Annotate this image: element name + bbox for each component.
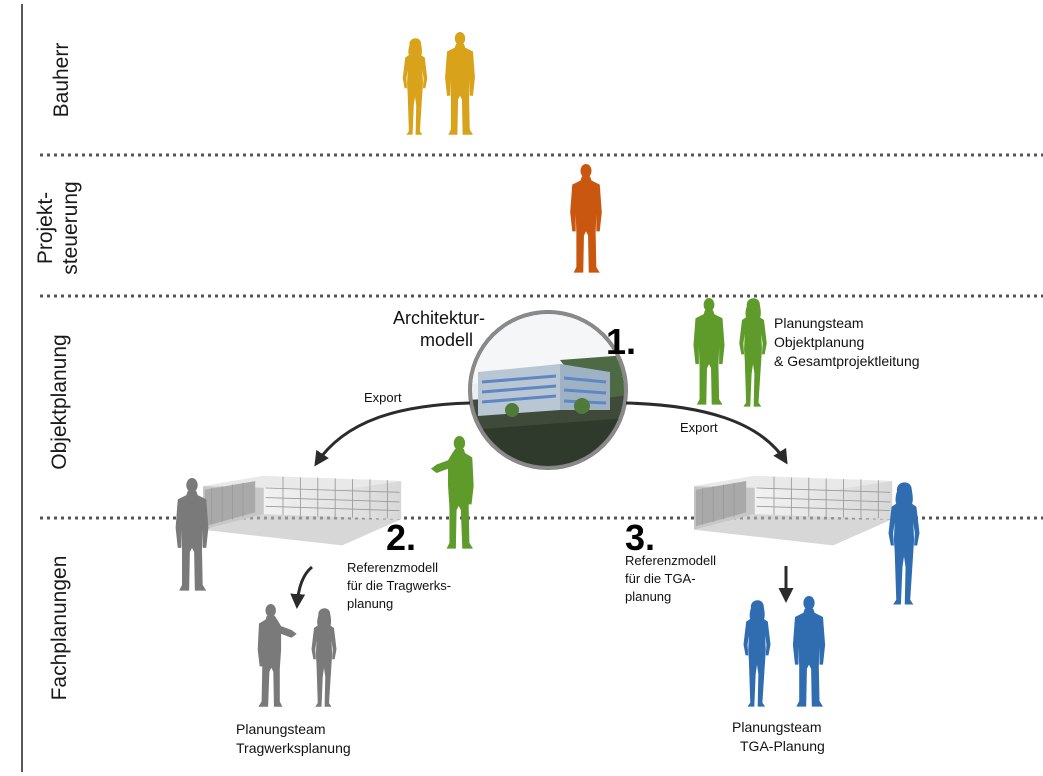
ref-tragwerk-line1: Referenzmodell xyxy=(347,560,438,575)
team-tga-line2: TGA-Planung xyxy=(740,738,825,754)
objektplanung-woman-figure xyxy=(739,298,767,407)
tragwerk-man-figure xyxy=(257,604,297,707)
export-arrow-left xyxy=(314,401,471,467)
lane-label-bauherr: Bauherr xyxy=(50,43,73,118)
team-objekt-line3: & Gesamtprojektleitung xyxy=(774,353,920,369)
objektplanung-gesturing-figure xyxy=(430,436,474,549)
down-arrow-tragwerk xyxy=(290,565,314,609)
ref-tragwerk-line2: für die Tragwerks- xyxy=(347,578,451,593)
step-number-1: 1. xyxy=(606,321,636,362)
architekturmodell-circle xyxy=(468,310,628,470)
architekturmodell-label-2: modell xyxy=(420,330,473,350)
reference-building-tragwerk xyxy=(202,475,402,546)
lane-label-fachplanungen: Fachplanungen xyxy=(48,556,71,701)
tga-team xyxy=(743,596,826,707)
tragwerk-team xyxy=(257,604,337,707)
export-label-left: Export xyxy=(364,390,402,405)
ref-tga-line2: für die TGA- xyxy=(625,571,696,586)
team-tragwerk-line2: Tragwerksplanung xyxy=(236,740,351,756)
export-label-right: Export xyxy=(680,420,718,435)
team-tragwerk-line1: Planungsteam xyxy=(236,721,326,737)
tga-lead-figure xyxy=(888,482,920,605)
tga-man-figure xyxy=(792,596,826,707)
objektplanung-man-figure xyxy=(693,298,725,405)
team-objekt-line2: Objektplanung xyxy=(774,334,864,350)
lane-label-objektplanung: Objektplanung xyxy=(48,334,71,469)
ref-tga-line1: Referenzmodell xyxy=(625,553,716,568)
step-number-3: 3. xyxy=(625,517,655,558)
objektplanung-team xyxy=(693,298,767,407)
projektsteuerung-figure xyxy=(570,164,602,273)
lane-label-projektsteuerung-2: steuerung xyxy=(59,181,82,274)
lane-label-projektsteuerung-1: Projekt- xyxy=(34,192,57,264)
tragwerk-woman-figure xyxy=(311,608,337,707)
team-tga-line1: Planungsteam xyxy=(732,719,822,735)
team-objekt-line1: Planungsteam xyxy=(774,315,864,331)
bauherr-people xyxy=(402,32,475,135)
bauherr-woman-figure xyxy=(402,38,428,135)
export-arrow-right xyxy=(625,401,788,465)
ref-tragwerk-line3: planung xyxy=(347,596,393,611)
step-number-2: 2. xyxy=(386,517,416,558)
reference-building-tga xyxy=(693,475,893,546)
ref-tga-line3: planung xyxy=(625,589,671,604)
tga-woman-figure xyxy=(743,600,771,707)
architekturmodell-label-1: Architektur- xyxy=(393,308,485,328)
bauherr-man-figure xyxy=(445,32,475,135)
